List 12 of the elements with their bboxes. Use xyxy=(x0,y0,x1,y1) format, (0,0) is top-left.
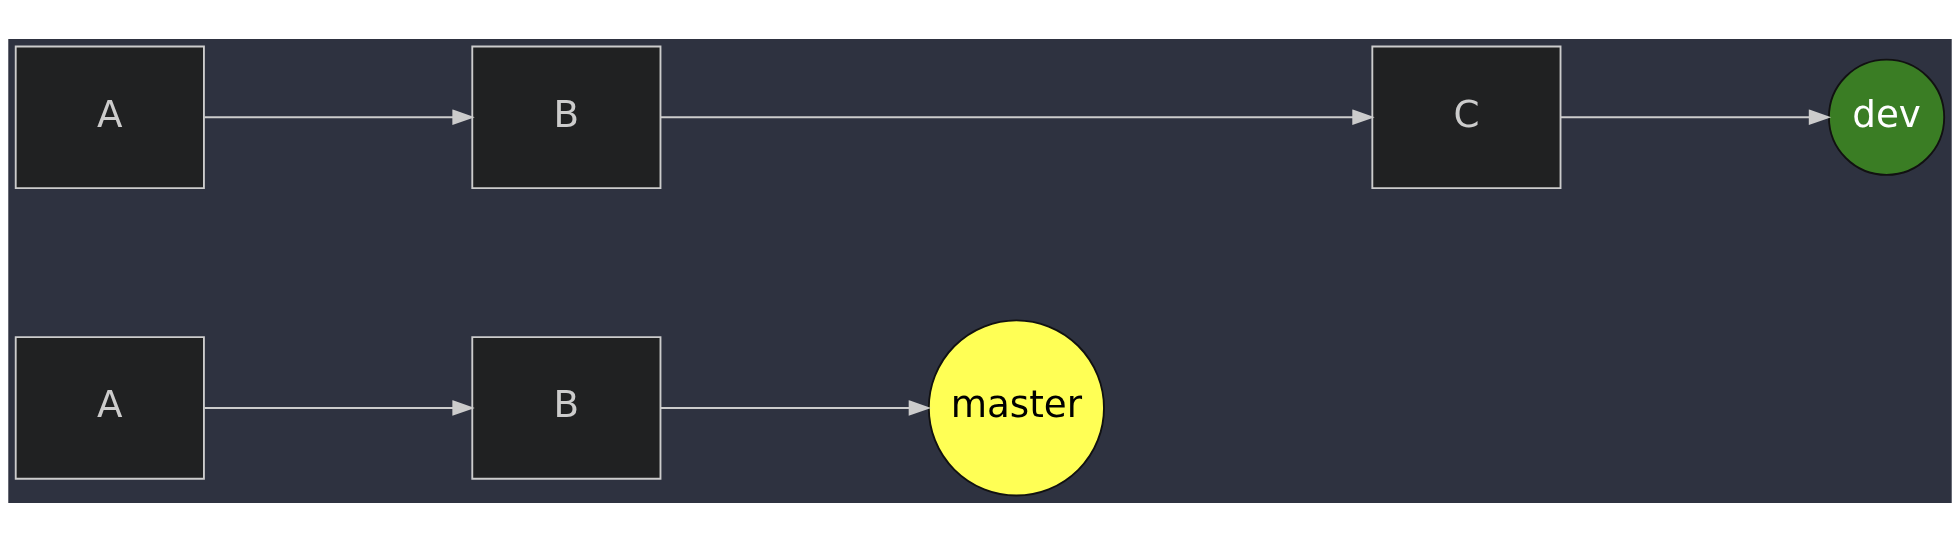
node-box: A xyxy=(14,45,205,189)
arrow xyxy=(1559,109,1832,126)
node-box: B xyxy=(471,336,662,480)
arrow xyxy=(659,400,932,416)
arrow xyxy=(203,109,475,126)
node-box: B xyxy=(471,45,662,189)
node-circle: dev xyxy=(1828,58,1946,176)
node-box: C xyxy=(1371,45,1562,189)
arrow xyxy=(203,400,475,416)
node-box: A xyxy=(14,336,205,480)
node-circle: master xyxy=(927,319,1105,497)
arrow xyxy=(659,109,1375,126)
